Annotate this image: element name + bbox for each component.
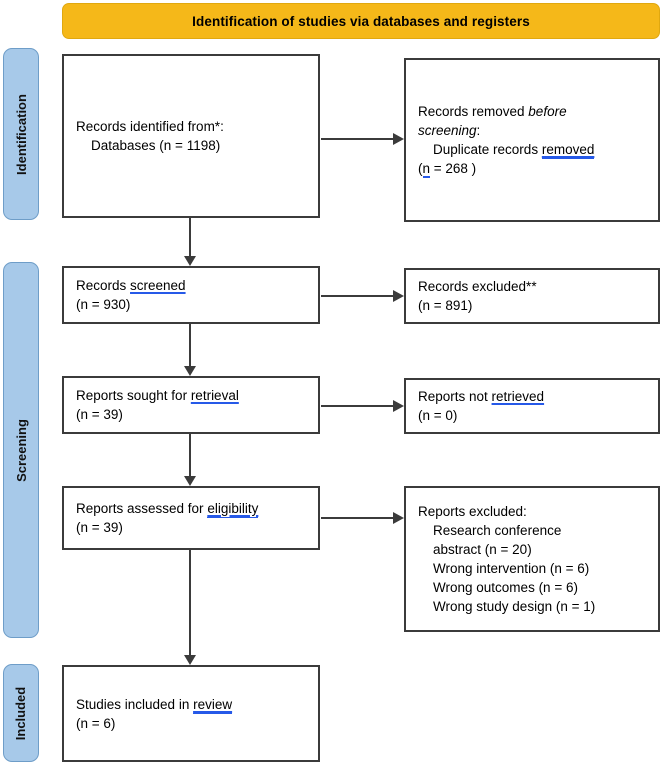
stage-label-screening: Screening bbox=[3, 262, 39, 638]
records-removed-line1-a: Records removed bbox=[418, 104, 529, 119]
records-identified-line2: Databases (n = 1198) bbox=[76, 138, 221, 153]
right-arrow-assessed-to-reports-excluded bbox=[321, 512, 404, 524]
reports-sought-line1-a: Reports sought for bbox=[76, 388, 191, 403]
records-screened-line1-b: screened bbox=[130, 278, 186, 293]
reports-not-retrieved-line1-b: retrieved bbox=[491, 389, 545, 404]
studies-included-line1-a: Studies included in bbox=[76, 696, 194, 712]
reports-assessed-line2: (n = 39) bbox=[76, 520, 123, 535]
records-removed-line3-b: removed bbox=[541, 142, 595, 159]
diagram-title: Identification of studies via databases … bbox=[192, 13, 530, 29]
stage-label-included: Included bbox=[3, 664, 39, 762]
records-identified-line1: Records identified from*: bbox=[76, 119, 224, 134]
reports-excluded-line3: abstract (n = 20) bbox=[418, 542, 532, 557]
records-removed-line4-a: ( bbox=[418, 161, 423, 176]
box-reports-not-retrieved: Reports not retrieved (n = 0) bbox=[404, 378, 660, 434]
reports-assessed-line1-a: Reports assessed for bbox=[76, 501, 208, 516]
reports-excluded-line6: Wrong study design (n = 1) bbox=[418, 599, 596, 614]
records-removed-line4-c: = 268 ) bbox=[430, 161, 477, 176]
reports-not-retrieved-line1-a: Reports not bbox=[418, 389, 492, 404]
reports-assessed-line1: Reports assessed for eligibility bbox=[76, 499, 306, 518]
box-reports-sought: Reports sought for retrieval (n = 39) bbox=[62, 376, 320, 434]
records-removed-line4-b: n bbox=[422, 161, 431, 178]
down-arrow-sought-to-assessed bbox=[184, 434, 196, 486]
box-records-screened: Records screened (n = 930) bbox=[62, 266, 320, 324]
reports-assessed-line1-b: eligibility bbox=[207, 501, 259, 518]
records-excluded-line1: Records excluded** bbox=[418, 279, 537, 294]
records-removed-line1: Records removed before bbox=[418, 102, 646, 121]
stage-label-included-text: Included bbox=[13, 686, 29, 740]
reports-not-retrieved-line2: (n = 0) bbox=[418, 408, 458, 423]
records-removed-line2: screening: bbox=[418, 121, 646, 140]
reports-sought-line1: Reports sought for retrieval bbox=[76, 386, 306, 405]
right-arrow-identified-to-removed bbox=[321, 133, 404, 145]
box-records-excluded: Records excluded** (n = 891) bbox=[404, 268, 660, 324]
box-studies-included: Studies included in review (n = 6) bbox=[62, 665, 320, 762]
records-screened-line1: Records screened bbox=[76, 276, 306, 295]
right-arrow-sought-to-not-retrieved bbox=[321, 400, 404, 412]
down-arrow-assessed-to-included bbox=[184, 550, 196, 665]
box-records-removed: Records removed before screening: Duplic… bbox=[404, 58, 660, 222]
right-arrow-screened-to-excluded bbox=[321, 290, 404, 302]
down-arrow-identified-to-screened bbox=[184, 218, 196, 266]
reports-excluded-line4: Wrong intervention (n = 6) bbox=[418, 561, 590, 576]
box-reports-excluded: Reports excluded: Research conference ab… bbox=[404, 486, 660, 632]
records-removed-line3-a: Duplicate records bbox=[418, 142, 542, 157]
stage-label-identification-text: Identification bbox=[13, 93, 29, 175]
records-removed-line2-b: : bbox=[476, 123, 481, 138]
studies-included-line2: (n = 6) bbox=[76, 715, 116, 731]
records-removed-line2-a: screening bbox=[418, 123, 477, 138]
stage-label-identification: Identification bbox=[3, 48, 39, 220]
reports-sought-line1-b: retrieval bbox=[190, 388, 239, 403]
down-arrow-screened-to-sought bbox=[184, 324, 196, 376]
records-excluded-line2: (n = 891) bbox=[418, 298, 473, 313]
box-records-identified: Records identified from*: Databases (n =… bbox=[62, 54, 320, 218]
stage-label-screening-text: Screening bbox=[13, 418, 29, 482]
box-reports-assessed: Reports assessed for eligibility (n = 39… bbox=[62, 486, 320, 550]
records-removed-line3: Duplicate records removed bbox=[418, 140, 646, 159]
records-screened-line1-a: Records bbox=[76, 278, 131, 293]
studies-included-line1-b: review bbox=[193, 696, 233, 714]
reports-excluded-line5: Wrong outcomes (n = 6) bbox=[418, 580, 578, 595]
studies-included-line1: Studies included in review bbox=[76, 695, 306, 714]
reports-excluded-line1: Reports excluded: bbox=[418, 504, 527, 519]
records-removed-line4: (n = 268 ) bbox=[418, 159, 646, 178]
diagram-title-banner: Identification of studies via databases … bbox=[62, 3, 660, 39]
reports-sought-line2: (n = 39) bbox=[76, 407, 123, 422]
reports-excluded-line2: Research conference bbox=[418, 523, 562, 538]
reports-not-retrieved-line1: Reports not retrieved bbox=[418, 387, 646, 406]
records-screened-line2: (n = 930) bbox=[76, 297, 131, 312]
records-removed-line1-b: before bbox=[528, 104, 567, 119]
